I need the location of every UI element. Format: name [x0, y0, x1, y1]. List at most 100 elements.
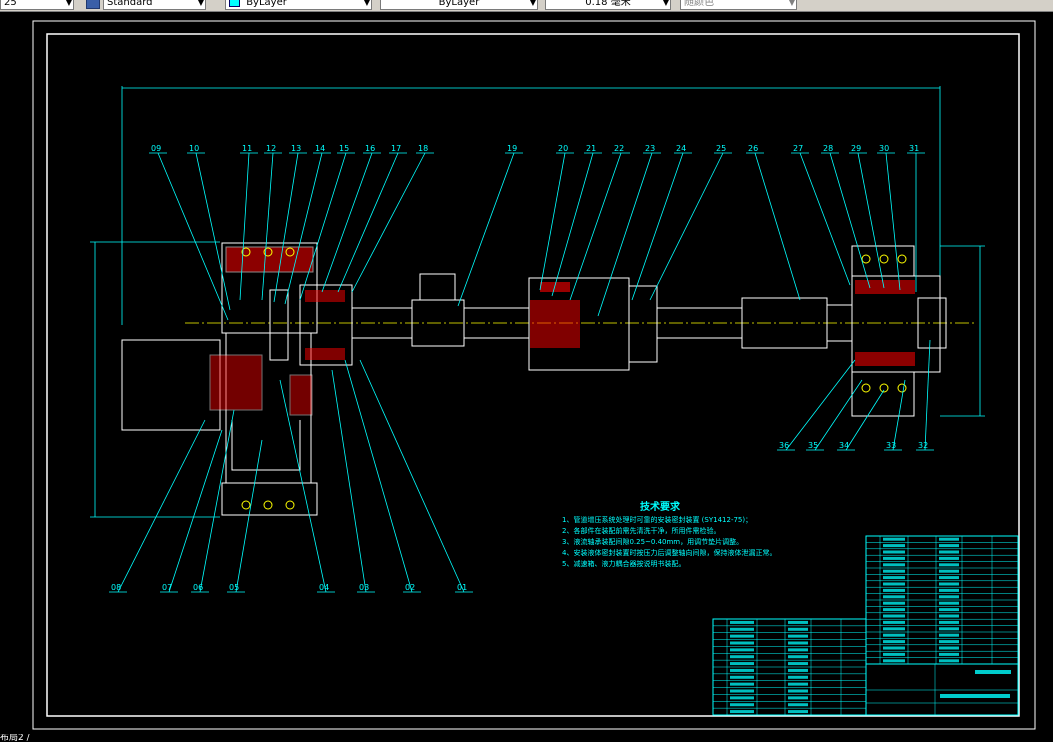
balloon-leader	[344, 359, 413, 593]
tech-req-item: 1、管道增压系统处理时可靠的安装密封装置 (SY1412-75)；	[562, 515, 752, 524]
balloon-leader	[457, 152, 515, 307]
inner-drawing-frame	[46, 33, 1020, 717]
balloon-leader	[239, 152, 250, 301]
input-flange-hatch-2	[305, 348, 345, 360]
gearbox-bolt-holes	[241, 247, 295, 510]
balloon-leaders-bottom	[109, 359, 473, 593]
technical-requirements: 技术要求 1、管道增压系统处理时可靠的安装密封装置 (SY1412-75)； 2…	[562, 500, 776, 568]
input-flange-hatch	[305, 290, 345, 302]
balloon-label: 12	[266, 144, 276, 153]
balloon-leader	[273, 152, 299, 303]
motor-body	[121, 339, 221, 431]
balloon-label: 32	[918, 441, 928, 450]
chevron-down-icon: ▼	[788, 0, 795, 7]
tech-req-item: 2、各部件在装配前需先清洗干净，所用件需检验。	[562, 526, 720, 535]
tech-req-item: 4、安装液体密封装置时按压力后调整轴向间隙，保持液体泄漏正常。	[562, 548, 776, 557]
balloon-leader	[261, 152, 274, 301]
plot-style-dropdown[interactable]: 随颜色 ▼	[680, 0, 797, 10]
balloon-label: 13	[291, 144, 301, 153]
linetype-control-dropdown[interactable]: ByLayer ▼	[380, 0, 538, 10]
balloon-label: 16	[365, 144, 375, 153]
balloon-leader	[829, 152, 871, 289]
balloon-leader	[649, 152, 724, 301]
balloon-leader	[351, 152, 426, 293]
chevron-down-icon: ▼	[65, 0, 72, 7]
balloon-leader	[235, 439, 263, 593]
balloon-label: 10	[189, 144, 199, 153]
balloon-label: 18	[418, 144, 428, 153]
properties-toolbar: 25 ▼ Standard ▼ ByLayer ▼ ByLayer ▼ 0.18…	[0, 0, 1053, 12]
balloon-label: 27	[793, 144, 803, 153]
height-dimension-right	[940, 245, 985, 417]
tech-req-item: 3、液流轴承装配间隙0.25~0.40mm，用调节垫片调整。	[562, 537, 743, 546]
balloon-label: 29	[851, 144, 861, 153]
layout-tab[interactable]: 布局2 /	[0, 734, 120, 742]
balloon-label: 30	[879, 144, 889, 153]
balloon-leader	[924, 339, 931, 451]
color-control-dropdown[interactable]: ByLayer ▼	[225, 0, 372, 10]
balloon-label: 07	[162, 583, 172, 592]
balloon-label: 04	[319, 583, 329, 592]
balloon-label: 15	[339, 144, 349, 153]
balloon-leader	[597, 152, 653, 317]
main-shaft	[351, 273, 853, 371]
plot-style-value: 随颜色	[684, 0, 714, 8]
balloon-label: 14	[315, 144, 325, 153]
balloon-leader	[331, 369, 367, 593]
balloon-label: 34	[839, 441, 849, 450]
layer-value: 25	[4, 0, 17, 8]
balloon-label: 23	[645, 144, 655, 153]
balloon-leader	[814, 379, 863, 451]
balloon-leader	[337, 152, 399, 293]
height-dimension-left	[90, 241, 220, 518]
balloon-leader	[799, 152, 851, 286]
text-style-dropdown[interactable]: Standard ▼	[103, 0, 206, 10]
balloon-label: 25	[716, 144, 726, 153]
balloon-label: 17	[391, 144, 401, 153]
balloon-label: 03	[359, 583, 369, 592]
balloon-leader	[279, 379, 327, 593]
gearbox-housing	[209, 242, 318, 516]
balloon-leader	[539, 152, 566, 291]
layout-tab-label: 布局2 /	[0, 734, 30, 742]
balloon-leader	[157, 152, 229, 321]
balloon-leader	[551, 152, 594, 297]
balloon-label: 28	[823, 144, 833, 153]
balloon-leader	[569, 152, 622, 301]
balloon-leader	[631, 152, 684, 301]
balloon-leader	[195, 152, 231, 311]
balloon-label: 31	[909, 144, 919, 153]
right-bearing-housing	[851, 245, 947, 417]
parts-list-upper	[865, 535, 1019, 665]
layer-dropdown[interactable]: 25 ▼	[0, 0, 74, 10]
overall-length-dimension	[121, 86, 941, 325]
balloon-leader	[284, 152, 323, 305]
balloon-leader	[117, 419, 206, 593]
linetype-control-value: ByLayer	[438, 0, 480, 8]
balloon-leader	[892, 379, 906, 451]
balloon-label: 01	[457, 583, 467, 592]
text-style-value: Standard	[107, 0, 153, 8]
balloon-label: 11	[242, 144, 252, 153]
balloon-leader	[299, 152, 347, 301]
balloon-label: 22	[614, 144, 624, 153]
chevron-down-icon: ▼	[662, 0, 669, 7]
coupling-hatch	[540, 282, 570, 292]
balloon-leader	[168, 429, 223, 593]
balloon-label: 24	[676, 144, 686, 153]
tech-req-title: 技术要求	[640, 500, 681, 513]
balloon-label: 26	[748, 144, 758, 153]
lineweight-control-dropdown[interactable]: 0.18 毫米 ▼	[545, 0, 671, 10]
chevron-down-icon: ▼	[363, 0, 370, 7]
balloon-leader	[359, 359, 465, 593]
balloon-label: 02	[405, 583, 415, 592]
text-style-icon[interactable]	[86, 0, 100, 9]
balloon-label: 36	[779, 441, 789, 450]
tech-req-item: 5、减速箱、液力耦合器按说明书装配。	[562, 559, 685, 568]
balloon-label: 06	[193, 583, 203, 592]
chevron-down-icon: ▼	[529, 0, 536, 7]
bearing-hatch-top	[855, 280, 915, 294]
